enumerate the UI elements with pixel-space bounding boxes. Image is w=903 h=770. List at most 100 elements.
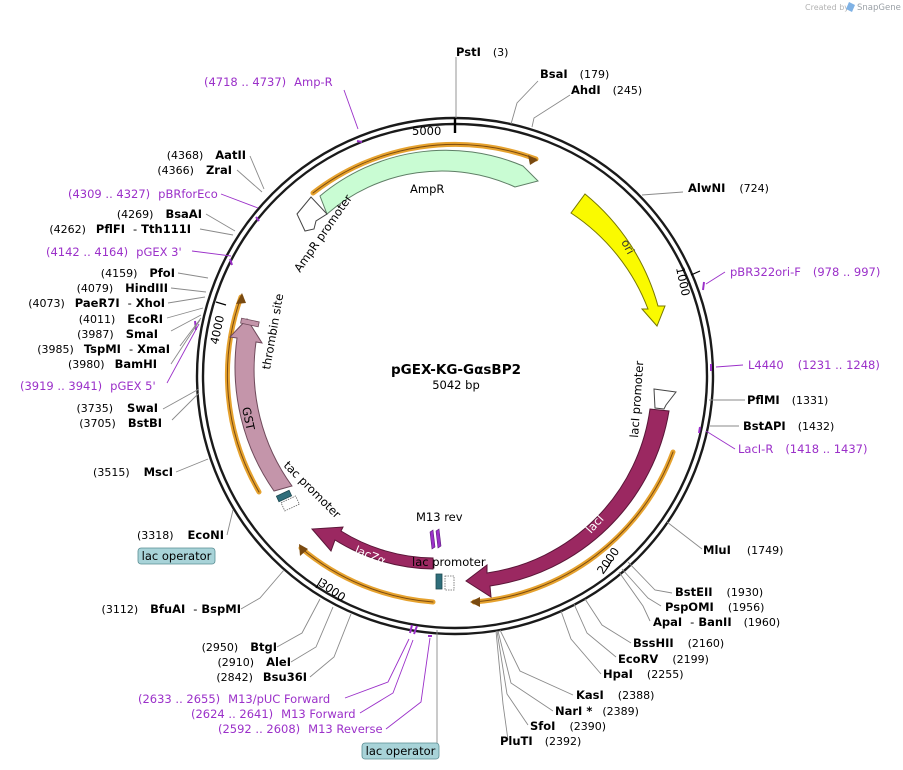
ampr-feature-label: AmpR (410, 182, 444, 196)
svg-text:NarI *(2389): NarI *(2389) (555, 704, 639, 718)
m13-rev-mark (429, 528, 442, 550)
m13-rev-label: M13 rev (416, 510, 463, 524)
tac-operator-mark (275, 489, 293, 503)
svg-text:(4011)EcoRI: (4011)EcoRI (79, 312, 163, 326)
enzyme-mlui: MluI (703, 543, 731, 557)
enzyme-econi: EcoNI (188, 528, 224, 542)
tick-5000: 5000 (412, 124, 441, 138)
svg-text:(4269)BsaAI: (4269)BsaAI (117, 207, 202, 221)
laci-promoter-arrow[interactable] (653, 388, 677, 410)
enzyme-bstbi: BstBI (128, 416, 162, 430)
enzyme-alei: AleI (266, 655, 291, 669)
tac-promoter-marker-icon (280, 495, 300, 512)
enzyme-pfoi: PfoI (149, 266, 175, 280)
svg-text:(2624 .. 2641)M13 Forward: (2624 .. 2641)M13 Forward (191, 707, 356, 721)
enzyme-apai: ApaI (653, 615, 682, 629)
primer-m13puc: M13/pUC Forward (228, 692, 330, 706)
svg-text:LacI-R(1418 .. 1437): LacI-R(1418 .. 1437) (738, 442, 867, 456)
enzyme-nari: NarI * (555, 704, 592, 718)
svg-text:(3735)SwaI: (3735)SwaI (76, 401, 158, 415)
svg-text:PflMI(1331): PflMI(1331) (747, 393, 828, 407)
svg-text:(4073)PaeR7I-XhoI: (4073)PaeR7I-XhoI (28, 296, 165, 310)
enzyme-bsu36i: Bsu36I (263, 670, 307, 684)
primer-pgex3: pGEX 3' (136, 245, 182, 259)
primer-pbrforeco: pBRforEco (158, 187, 218, 201)
tick-2000: 2000 (594, 545, 622, 577)
svg-text:AhdI(245): AhdI(245) (571, 83, 642, 97)
svg-text:(3318)EcoNI: (3318)EcoNI (137, 528, 224, 542)
enzyme-pspomi: PspOMI (665, 600, 714, 614)
svg-text:BstEII(1930): BstEII(1930) (675, 585, 763, 599)
enzyme-smai: SmaI (126, 327, 158, 341)
primer-ampr: Amp-R (294, 75, 333, 89)
ampr-promoter-arrow[interactable] (296, 196, 328, 232)
lac-operator-badge-left-label: lac operator (142, 549, 212, 563)
enzyme-btgi: BtgI (250, 640, 277, 654)
ampr-feature-arrow[interactable] (319, 149, 539, 215)
enzyme-bsaai: BsaAI (165, 207, 202, 221)
enzyme-swai: SwaI (127, 401, 158, 415)
svg-text:BstAPI(1432): BstAPI(1432) (743, 419, 834, 433)
enzyme-labels-left: (2842)Bsu36I (2910)AleI (2950)BtgI (3112… (28, 148, 307, 684)
laci-feature-arrow[interactable] (465, 408, 670, 598)
svg-text:(3987)SmaI: (3987)SmaI (77, 327, 158, 341)
enzyme-pflmi: PflMI (747, 393, 780, 407)
lac-promoter-marker-icon (444, 575, 455, 591)
primer-pbr322ori: pBR322ori-F (730, 265, 801, 279)
enzyme-tspmi: TspMI (84, 342, 121, 356)
svg-text:(2910)AleI: (2910)AleI (218, 655, 292, 669)
svg-text:ApaI-BanII(1960): ApaI-BanII(1960) (653, 615, 780, 629)
svg-text:PstI(3): PstI(3) (456, 45, 508, 59)
enzyme-msci: MscI (144, 465, 173, 479)
credit-brand: SnapGene (857, 3, 901, 13)
tick-1000: 1000 (673, 266, 693, 298)
tick-4000: 4000 (207, 314, 227, 346)
enzyme-sfoi: SfoI (530, 719, 555, 733)
svg-text:(4366)ZraI: (4366)ZraI (157, 163, 232, 177)
svg-text:EcoRV(2199): EcoRV(2199) (618, 652, 709, 666)
enzyme-pluti: PluTI (500, 734, 533, 748)
orf-arcs (224, 141, 676, 607)
snapgene-logo-icon (846, 2, 855, 12)
svg-text:(4718 .. 4737)Amp-R: (4718 .. 4737)Amp-R (204, 75, 333, 89)
svg-text:PspOMI(1956): PspOMI(1956) (665, 600, 764, 614)
ori-feature-label: ori (618, 237, 637, 257)
primer-lacir: LacI-R (738, 442, 773, 456)
svg-text:(4262)PflFI-Tth111I: (4262)PflFI-Tth111I (49, 222, 191, 236)
enzyme-bsshii: BssHII (633, 636, 674, 650)
svg-text:(4142 .. 4164)pGEX 3': (4142 .. 4164)pGEX 3' (46, 245, 182, 259)
enzyme-bsai: BsaI (540, 67, 568, 81)
svg-text:PluTI(2392): PluTI(2392) (500, 734, 581, 748)
lac-promoter-label: lac promoter (412, 555, 486, 569)
enzyme-bfuai: BfuAI (150, 602, 185, 616)
svg-text:pBR322ori-F(978 .. 997): pBR322ori-F(978 .. 997) (730, 265, 880, 279)
svg-text:BssHII(2160): BssHII(2160) (633, 636, 724, 650)
enzyme-ecorv: EcoRV (618, 652, 658, 666)
svg-text:(2633 .. 2655)M13/pUC Forward: (2633 .. 2655)M13/pUC Forward (138, 692, 330, 706)
svg-text:BsaI(179): BsaI(179) (540, 67, 609, 81)
lacza-feature-arrow[interactable] (310, 526, 434, 570)
ori-feature-arrow[interactable] (570, 193, 666, 327)
lac-operator-badge-left[interactable] (137, 547, 216, 565)
enzyme-bsteii: BstEII (675, 585, 713, 599)
svg-text:(2842)Bsu36I: (2842)Bsu36I (216, 670, 307, 684)
enzyme-alwni: AlwNI (688, 181, 725, 195)
primer-m13fwd: M13 Forward (281, 707, 355, 721)
lac-operator-badge-bottom-label: lac operator (366, 744, 436, 758)
thrombin-site-label: thrombin site (259, 293, 286, 371)
lac-operator-badge-bottom[interactable] (361, 742, 440, 760)
svg-text:(3705)BstBI: (3705)BstBI (79, 416, 162, 430)
laci-promoter-label: lacI promoter (627, 360, 646, 438)
enzyme-paer7i: PaeR7I (75, 296, 120, 310)
primer-marks (194, 140, 712, 637)
enzyme-bamhi: BamHI (115, 357, 157, 371)
svg-text:(3515)MscI: (3515)MscI (93, 465, 173, 479)
tick-marks (215, 118, 701, 589)
svg-text:(4079)HindIII: (4079)HindIII (77, 281, 168, 295)
enzyme-hpai: HpaI (603, 667, 633, 681)
enzyme-bstapi: BstAPI (743, 419, 786, 433)
svg-text:AlwNI(724): AlwNI(724) (688, 181, 769, 195)
lac-operator-mark (435, 573, 443, 590)
enzyme-aatii: AatII (215, 148, 246, 162)
